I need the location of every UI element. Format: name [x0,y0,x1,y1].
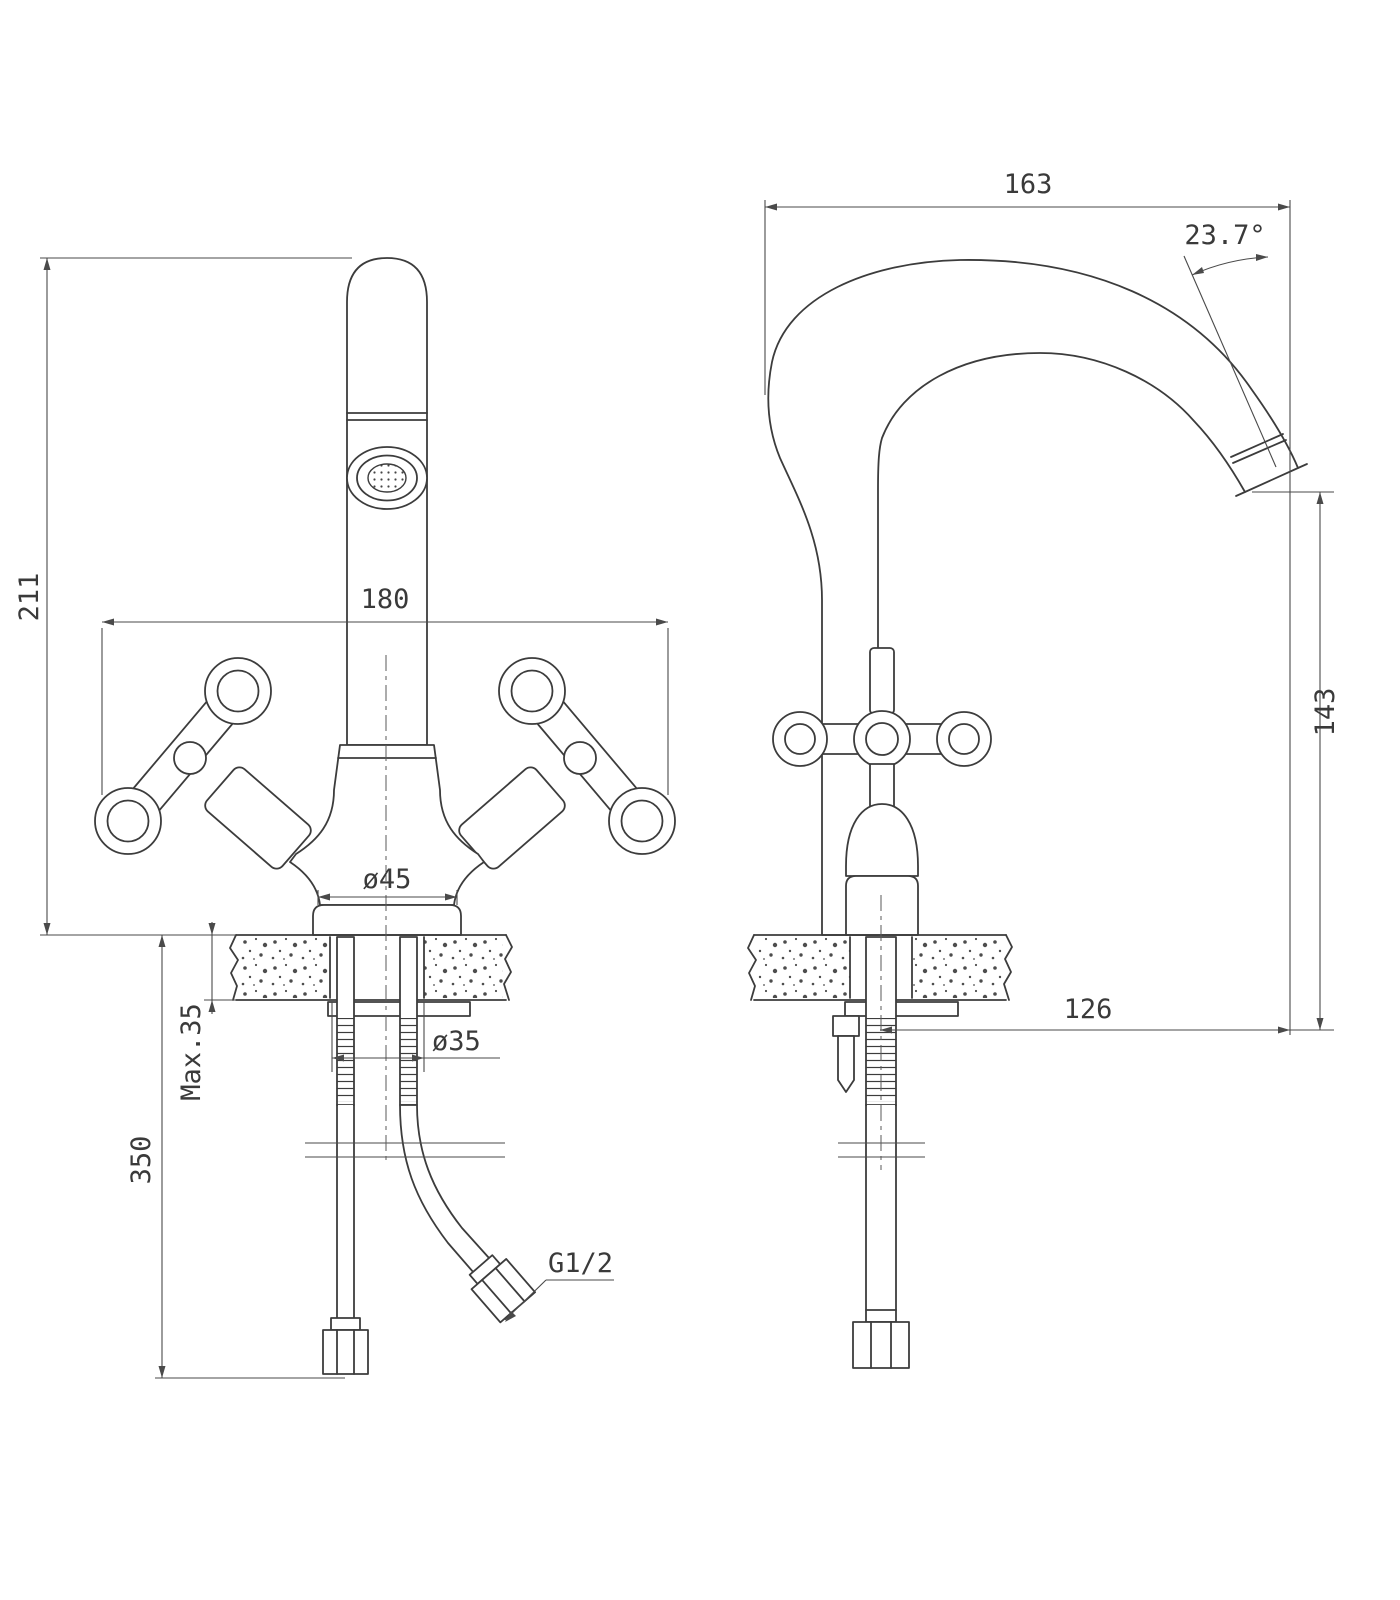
dim-label-handle-span: 180 [361,584,410,615]
supply-hoses-front [305,1104,536,1375]
side-handle [772,647,992,809]
dim-label-thread-size: G1/2 [548,1248,613,1279]
angled-hose-fitting [468,1254,536,1324]
dim-label-overall-height: 211 [14,573,45,622]
side-base [845,875,919,936]
dimension-base-diameter: ø45 [317,864,458,905]
right-handle [498,657,676,855]
dim-label-spout-angle: 23.7° [1184,220,1265,251]
mounting-hardware-front [327,936,471,1106]
dim-label-hose-length: 350 [126,1136,157,1185]
dimension-spout-angle: 23.7° [1183,220,1277,468]
dimension-base-offset: 126 [880,994,1334,1034]
countertop-front [229,934,513,1001]
dimension-handle-span: 180 [101,584,669,795]
dim-label-spout-reach: 163 [1004,169,1053,200]
left-valve-stem [204,766,312,870]
front-view-drawing [94,257,676,1375]
dimension-overall-height: 211 [14,257,352,936]
dimension-max-deck-thickness: Max.35 [176,922,236,1101]
dim-label-base-offset: 126 [1064,994,1113,1025]
callout-thread-size: G1/2 [504,1248,614,1322]
dimension-spout-height: 143 [1252,491,1341,1030]
side-view-drawing [747,259,1308,1369]
gooseneck-spout [767,259,1299,936]
supply-hose-side [838,1104,925,1369]
dimension-hose-length: 350 [126,935,345,1379]
dim-label-hole-diameter: ø35 [432,1026,481,1057]
base-flange [312,904,462,936]
dim-label-spout-height: 143 [1310,688,1341,737]
side-body-bell [845,803,919,877]
dim-label-max-deck-thickness: Max.35 [176,1003,207,1101]
dimension-spout-reach: 163 [764,169,1291,1035]
left-handle [94,657,272,855]
aerator-face [346,446,428,510]
dimension-hole-diameter: ø35 [331,1002,500,1072]
dim-label-base-diameter: ø45 [363,864,412,895]
